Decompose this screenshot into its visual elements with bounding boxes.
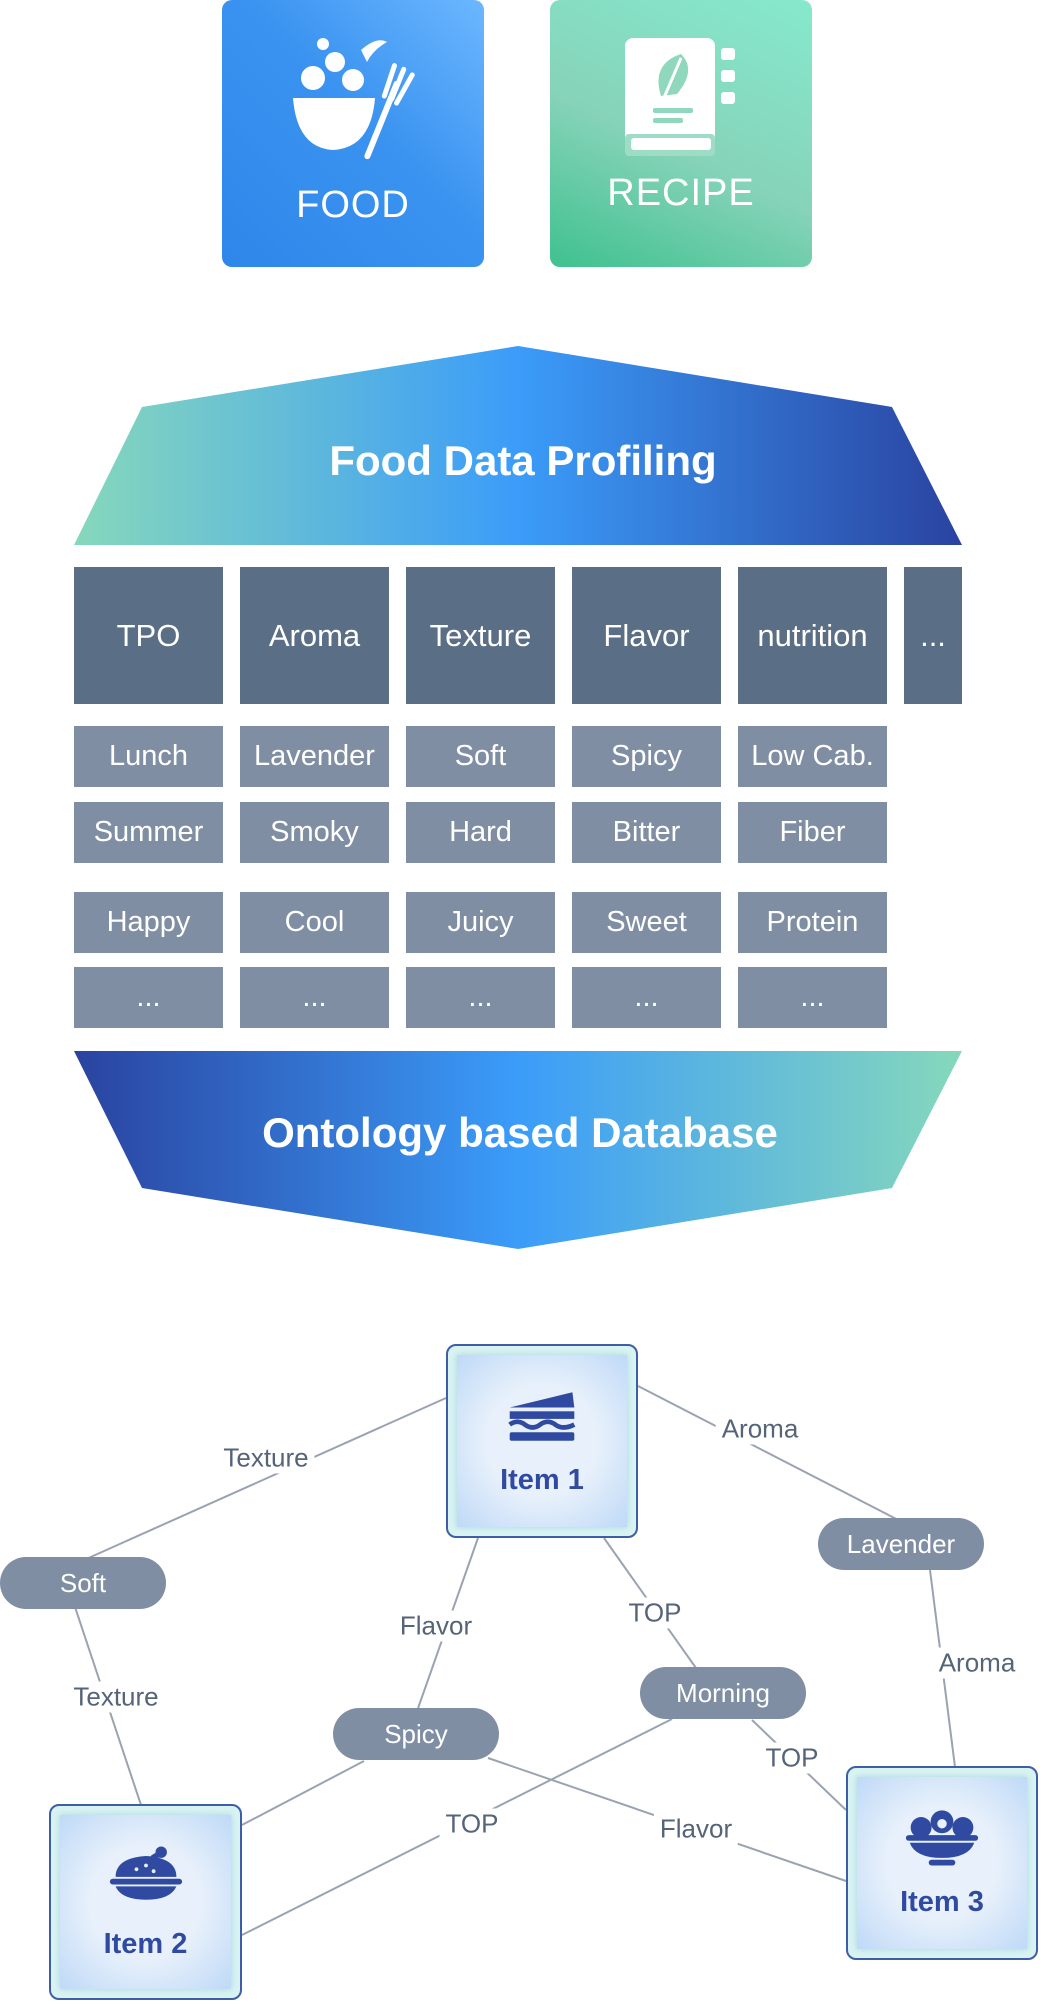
edge-label: Aroma xyxy=(715,1413,805,1445)
edge-label: Flavor xyxy=(653,1813,739,1845)
value-node-spicy: Spicy xyxy=(333,1708,499,1760)
value-node-morning: Morning xyxy=(640,1667,806,1719)
edge-label: Texture xyxy=(217,1442,315,1474)
table-cell: Happy xyxy=(74,892,223,953)
edge-item1-lavender xyxy=(637,1385,905,1524)
recipe-label: RECIPE xyxy=(607,172,755,214)
value-node-lavender: Lavender xyxy=(818,1518,984,1570)
item-node-2: Item 2 xyxy=(49,1804,242,2000)
food-bowl-icon xyxy=(293,38,415,160)
header-texture: Texture xyxy=(406,567,555,704)
header-nutrition: nutrition xyxy=(738,567,887,704)
edge-label: TOP xyxy=(439,1808,505,1840)
header-flavor: Flavor xyxy=(572,567,721,704)
table-cell: Summer xyxy=(74,802,223,863)
item-2-label: Item 2 xyxy=(103,1928,188,1960)
item-node-1: Item 1 xyxy=(446,1344,638,1538)
profiling-title: Food Data Profiling xyxy=(329,437,716,484)
value-node-soft: Soft xyxy=(0,1557,166,1609)
table-cell: Smoky xyxy=(240,802,389,863)
table-cell: ... xyxy=(240,967,389,1028)
edge-label: TOP xyxy=(759,1742,825,1774)
item-1-label: Item 1 xyxy=(500,1464,584,1496)
recipe-source-card: RECIPE xyxy=(550,0,812,267)
table-cell: Hard xyxy=(406,802,555,863)
recipe-book-icon xyxy=(625,38,735,156)
edge-label: Texture xyxy=(67,1681,165,1713)
table-cell: Fiber xyxy=(738,802,887,863)
header-more: ... xyxy=(904,567,962,704)
edge-label: TOP xyxy=(622,1597,688,1629)
rice-bowl-icon xyxy=(109,1846,182,1900)
sandwich-icon xyxy=(508,1392,576,1441)
edge-label: Flavor xyxy=(393,1610,479,1642)
table-cell: Lunch xyxy=(74,726,223,787)
database-banner-shape xyxy=(74,1051,962,1249)
food-label: FOOD xyxy=(296,184,410,226)
salad-bowl-icon xyxy=(905,1810,979,1866)
header-tpo: TPO xyxy=(74,567,223,704)
table-cell: Juicy xyxy=(406,892,555,953)
table-cell: Soft xyxy=(406,726,555,787)
edge-spicy-item2 xyxy=(241,1760,365,1826)
item-3-label: Item 3 xyxy=(900,1886,984,1918)
header-aroma: Aroma xyxy=(240,567,389,704)
table-cell: Cool xyxy=(240,892,389,953)
food-source-card: FOOD xyxy=(222,0,484,267)
edge-label: Aroma xyxy=(932,1647,1022,1679)
banners: Food Data Profiling Ontology based Datab… xyxy=(74,346,962,1249)
table-cell: Protein xyxy=(738,892,887,953)
profiling-banner-shape xyxy=(74,346,962,545)
table-cell: ... xyxy=(74,967,223,1028)
table-cell: ... xyxy=(406,967,555,1028)
item-node-3: Item 3 xyxy=(846,1766,1038,1960)
table-cell: Low Cab. xyxy=(738,726,887,787)
table-cell: ... xyxy=(738,967,887,1028)
table-cell: Lavender xyxy=(240,726,389,787)
table-cell: Bitter xyxy=(572,802,721,863)
table-cell: ... xyxy=(572,967,721,1028)
table-cell: Sweet xyxy=(572,892,721,953)
table-cell: Spicy xyxy=(572,726,721,787)
edge-item1-soft xyxy=(83,1397,447,1561)
database-title: Ontology based Database xyxy=(262,1109,778,1156)
